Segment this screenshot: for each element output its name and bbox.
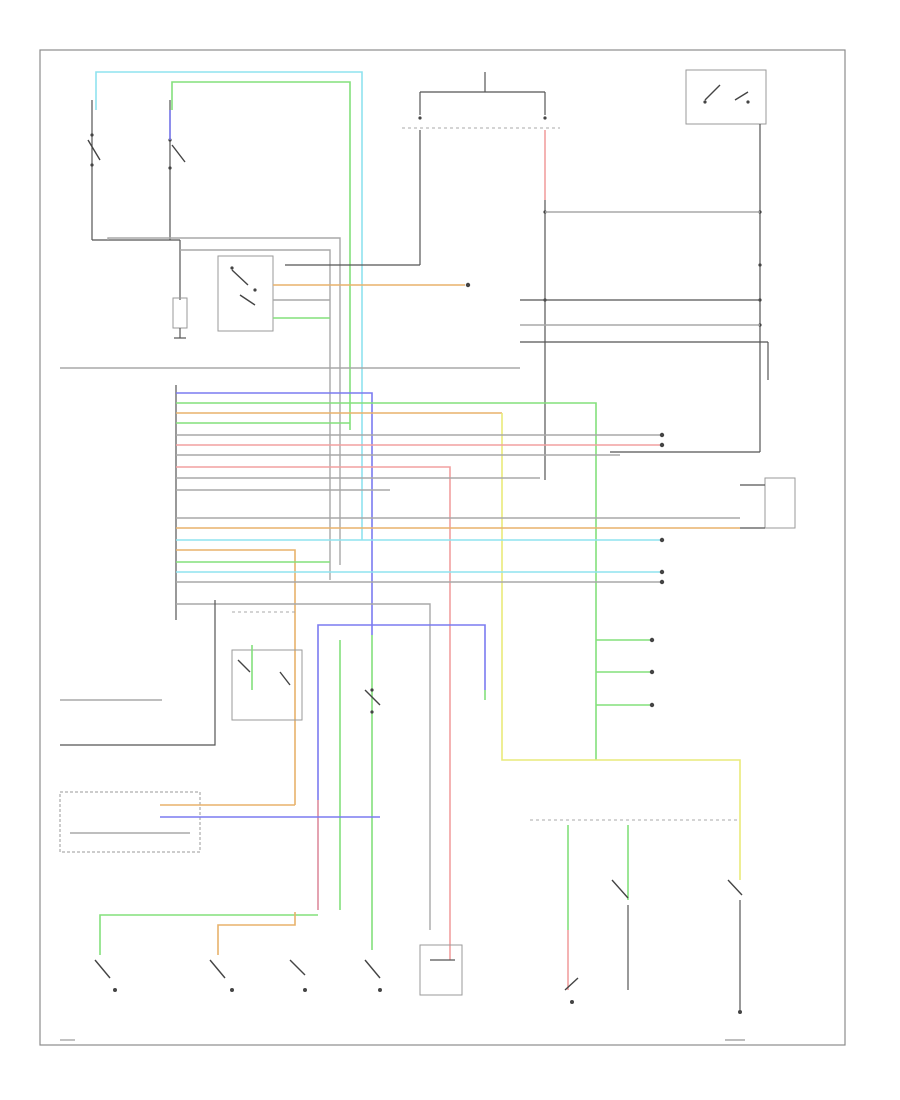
relay-box bbox=[217, 255, 274, 332]
center-relay bbox=[364, 688, 381, 714]
bottom-right-switches bbox=[564, 879, 743, 1014]
main-connector-bundle bbox=[175, 385, 741, 960]
diagram-frame bbox=[39, 49, 846, 1046]
top-center-fuse-block bbox=[285, 72, 560, 480]
ground-connector bbox=[172, 297, 188, 329]
bottom-center-box bbox=[419, 944, 463, 996]
wire-green-top bbox=[171, 81, 351, 430]
top-left-switch-group bbox=[87, 100, 188, 339]
wire-light-blue-top bbox=[95, 71, 363, 540]
right-module-box bbox=[610, 440, 796, 529]
bottom-left-control-box bbox=[59, 791, 380, 853]
lower-left-module bbox=[231, 611, 303, 721]
bottom-row-switches bbox=[94, 912, 382, 992]
top-right-switch-box bbox=[685, 69, 767, 440]
right-branch-connectors bbox=[596, 637, 655, 708]
